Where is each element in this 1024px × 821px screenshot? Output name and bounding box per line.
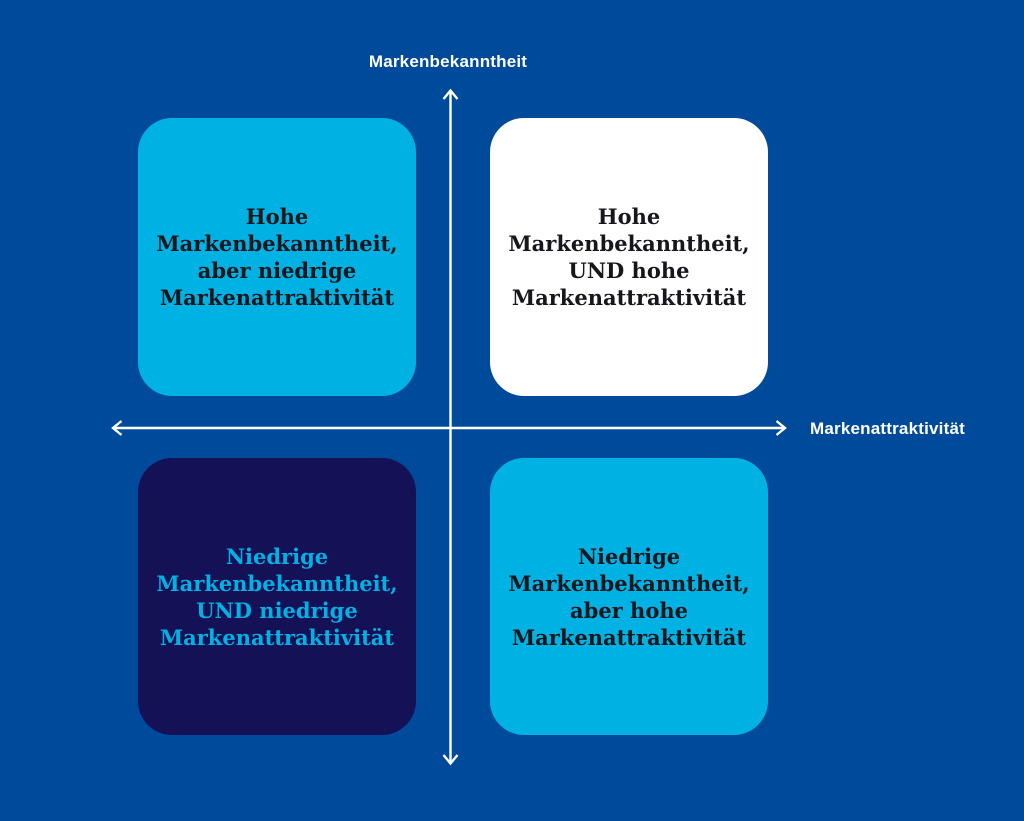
- quadrant-bottom-right: Niedrige Markenbekanntheit, aber hohe Ma…: [490, 458, 768, 735]
- arrow-right-icon: [775, 420, 787, 436]
- quadrant-bottom-left: Niedrige Markenbekanntheit, UND niedrige…: [138, 458, 416, 735]
- quadrant-top-left: Hohe Markenbekanntheit, aber niedrige Ma…: [138, 118, 416, 396]
- x-axis-label: Markenattraktivität: [810, 419, 965, 438]
- quadrant-text: Niedrige Markenbekanntheit, UND niedrige…: [156, 543, 398, 650]
- quadrant-text: Hohe Markenbekanntheit, UND hohe Markena…: [508, 204, 750, 310]
- arrow-left-icon: [111, 420, 123, 436]
- quadrant-text: Niedrige Markenbekanntheit, aber hohe Ma…: [508, 543, 750, 650]
- quadrant-top-right: Hohe Markenbekanntheit, UND hohe Markena…: [490, 118, 768, 396]
- arrow-up-icon: [442, 88, 459, 100]
- quadrant-text: Hohe Markenbekanntheit, aber niedrige Ma…: [156, 204, 398, 310]
- y-axis-label: Markenbekanntheit: [368, 52, 528, 71]
- arrow-down-icon: [442, 754, 459, 766]
